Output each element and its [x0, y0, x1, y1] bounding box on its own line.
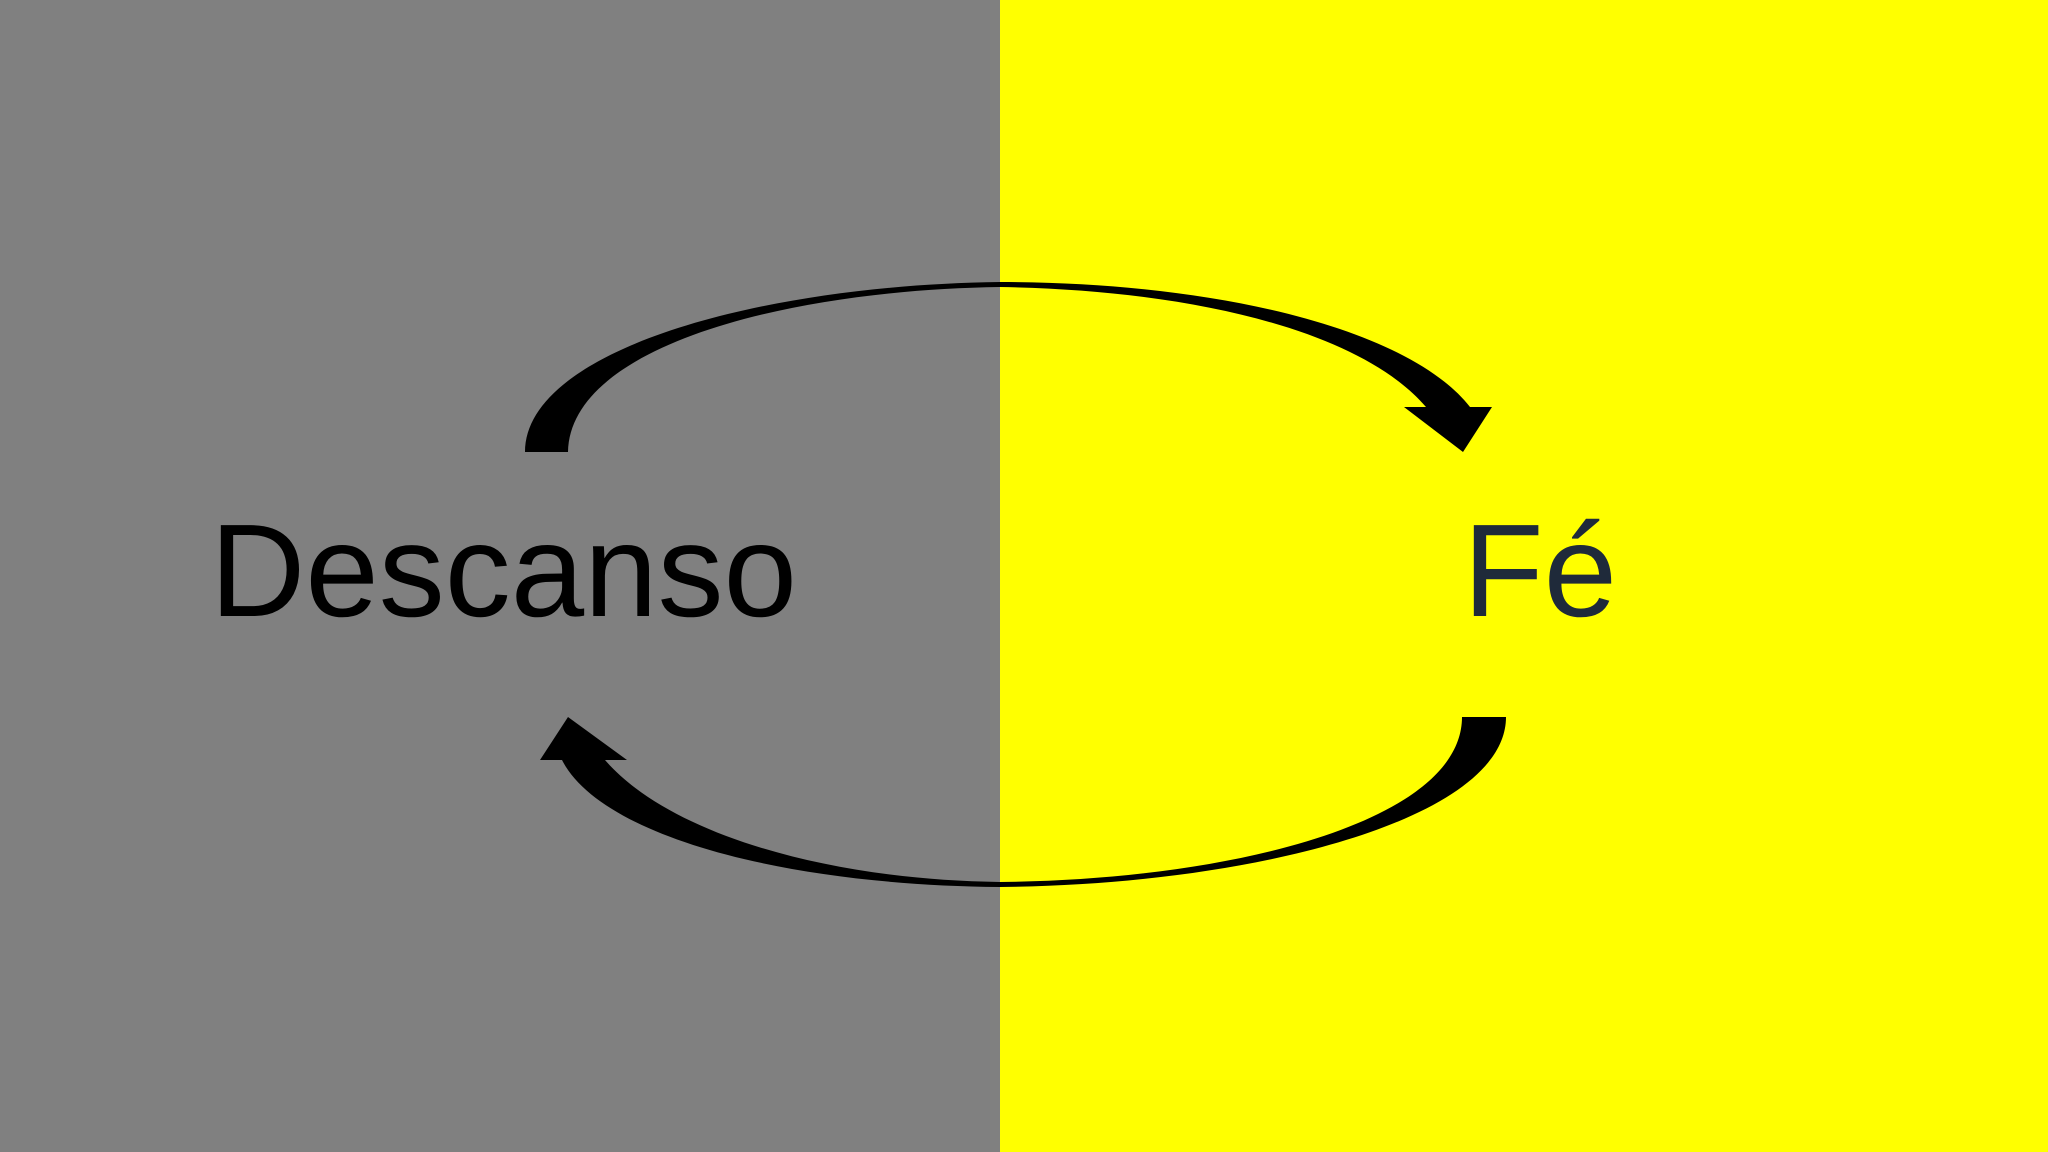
left-gray-panel	[0, 0, 1000, 1152]
right-yellow-panel	[1000, 0, 2048, 1152]
top-curved-arrow	[525, 282, 1492, 452]
bottom-curved-arrow	[540, 717, 1506, 887]
fe-label: Fé	[1463, 497, 1618, 644]
descanso-label: Descanso	[210, 497, 797, 644]
